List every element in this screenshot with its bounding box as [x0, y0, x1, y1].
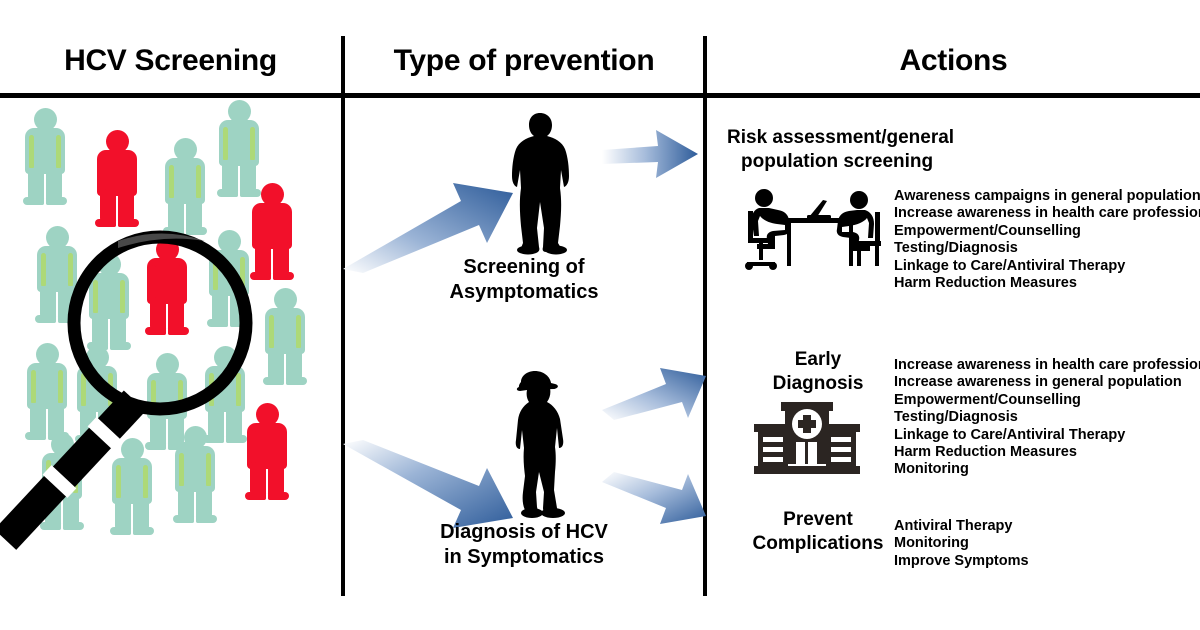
action-heading-line-2: Complications: [752, 533, 884, 554]
action-heading-line-2: population screening: [741, 151, 934, 172]
action-item: Awareness campaigns in general populatio…: [894, 188, 1200, 204]
action-item: Improve Symptoms: [894, 552, 1029, 569]
action-item: Monitoring: [894, 535, 969, 552]
action-item: Increase awareness in general population: [894, 374, 1182, 391]
action-item: Empowerment/Counselling: [894, 391, 1081, 408]
person-infected: [240, 403, 294, 500]
consultation-desk-icon: [745, 189, 881, 270]
person-healthy: [202, 230, 256, 327]
action-heading-risk-assessment: Risk assessment/general population scree…: [727, 126, 987, 174]
action-item: Antiviral Therapy: [894, 518, 1013, 534]
caption-line-2: Asymptomatics: [449, 281, 599, 303]
person-infected: [90, 130, 144, 227]
action-list-risk-assessment: Awareness campaigns in general populatio…: [894, 188, 1200, 292]
person-healthy: [168, 426, 222, 523]
crowd-of-people: [0, 98, 341, 598]
caption-line-1: Screening of: [463, 256, 585, 278]
action-item: Increase awareness in health care profes…: [894, 357, 1200, 373]
person-healthy: [35, 433, 89, 530]
person-infected: [140, 238, 194, 335]
arrow-out-prevent-complications: [602, 472, 706, 524]
action-heading-prevent-complications: Prevent Complications: [748, 508, 888, 556]
caption-line-1: Diagnosis of HCV: [440, 521, 608, 543]
arrow-in-screening: [343, 183, 513, 273]
column-header-actions: Actions: [899, 44, 1008, 77]
person-healthy: [212, 100, 266, 197]
action-item: Testing/Diagnosis: [894, 240, 1018, 257]
action-item: Harm Reduction Measures: [894, 275, 1077, 292]
person-healthy: [258, 288, 312, 385]
action-item: Increase awareness in health care profes…: [894, 205, 1200, 222]
arrow-out-early-diagnosis: [602, 368, 706, 420]
action-item: Testing/Diagnosis: [894, 409, 1018, 426]
standing-man-with-cap-silhouette-icon: [515, 371, 565, 518]
person-infected: [245, 183, 299, 280]
person-healthy: [158, 138, 212, 235]
action-list-prevent-complications: Antiviral Therapy Monitoring Improve Sym…: [894, 518, 1029, 570]
caption-diagnosis-of-hcv-in-symptomatics: Diagnosis of HCV in Symptomatics: [345, 520, 703, 570]
action-heading-line-1: Prevent: [783, 509, 853, 530]
person-healthy: [18, 108, 72, 205]
action-heading-early-diagnosis: Early Diagnosis: [772, 349, 864, 394]
person-healthy: [105, 438, 159, 535]
caption-line-2: in Symptomatics: [443, 546, 605, 568]
action-item: Linkage to Care/Antiviral Therapy: [894, 426, 1126, 443]
person-healthy: [30, 226, 84, 323]
hospital-icon: [754, 402, 860, 474]
action-item: Empowerment/Counselling: [894, 222, 1081, 239]
column-divider-1: [341, 36, 345, 596]
arrow-out-screening: [602, 130, 698, 178]
action-list-early-diagnosis: Increase awareness in health care profes…: [894, 357, 1200, 479]
column-header-type-of-prevention: Type of prevention: [393, 44, 655, 77]
person-healthy: [20, 343, 74, 440]
person-healthy: [70, 346, 124, 443]
action-item: Monitoring: [894, 461, 969, 478]
caption-screening-of-asymptomatics: Screening of Asymptomatics: [345, 255, 703, 305]
column-divider-2: [703, 36, 707, 596]
person-healthy: [82, 253, 136, 350]
header-divider-horizontal: [0, 93, 1200, 98]
action-item: Harm Reduction Measures: [894, 444, 1077, 461]
column-header-hcv-screening: HCV Screening: [64, 44, 277, 77]
action-item: Linkage to Care/Antiviral Therapy: [894, 257, 1126, 274]
arrow-in-diagnosis: [343, 440, 513, 528]
action-heading-line-1: Risk assessment/general: [727, 127, 955, 148]
standing-man-silhouette-icon: [512, 113, 569, 255]
